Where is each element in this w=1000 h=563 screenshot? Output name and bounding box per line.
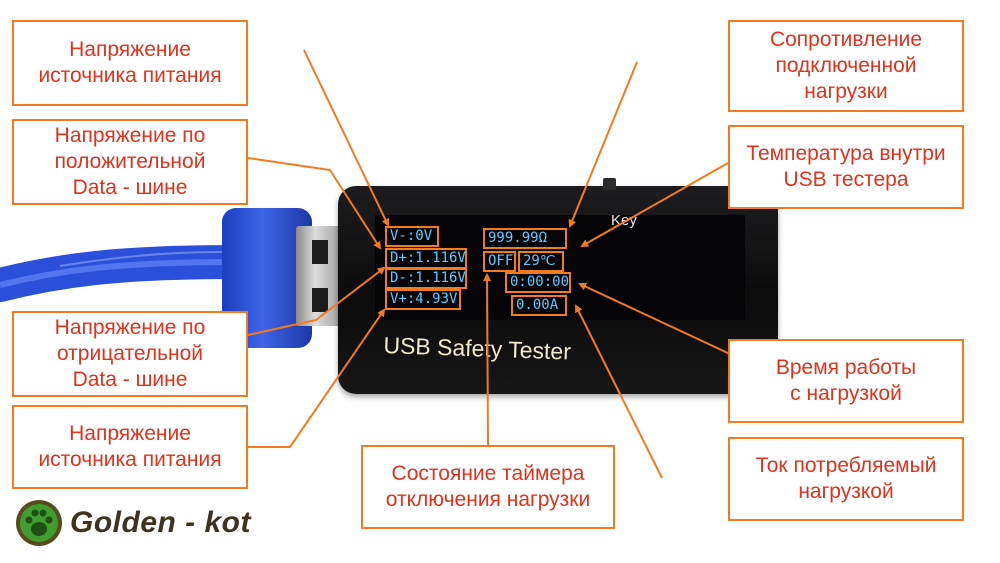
lcd-timer-state: OFF: [483, 251, 516, 272]
lcd-current: 0.00A: [511, 295, 567, 316]
callout-resistance: Сопротивление подключенной нагрузки: [728, 20, 964, 112]
usb-connector: [296, 226, 344, 326]
callout-temperature: Температура внутри USB тестера: [728, 125, 964, 209]
callout-timer-state: Состояние таймера отключения нагрузки: [361, 445, 615, 529]
lcd-time: 0:00:00: [505, 272, 571, 293]
lcd-temperature: 29℃: [518, 251, 564, 272]
lcd-d-minus: D-:1.116V: [385, 268, 467, 289]
callout-supply-voltage-top: Напряжение источника питания: [12, 20, 248, 106]
lcd-v-minus: V-:0V: [385, 226, 439, 247]
key-button[interactable]: [603, 178, 616, 190]
usb-cable: [0, 245, 252, 302]
callout-current: Ток потребляемый нагрузкой: [728, 437, 964, 521]
lcd-resistance: 999.99Ω: [483, 228, 567, 249]
logo-text: Golden - kot: [70, 506, 251, 539]
callout-data-plus: Напряжение по положительной Data - шине: [12, 119, 248, 205]
callout-supply-voltage-bottom: Напряжение источника питания: [12, 405, 248, 489]
golden-kot-logo: Golden - kot: [14, 498, 251, 548]
lcd-v-plus: V+:4.93V: [385, 289, 461, 310]
callout-work-time: Время работы с нагрузкой: [728, 339, 964, 423]
paw-icon: [16, 500, 62, 546]
callout-data-minus: Напряжение по отрицательной Data - шине: [12, 311, 248, 397]
